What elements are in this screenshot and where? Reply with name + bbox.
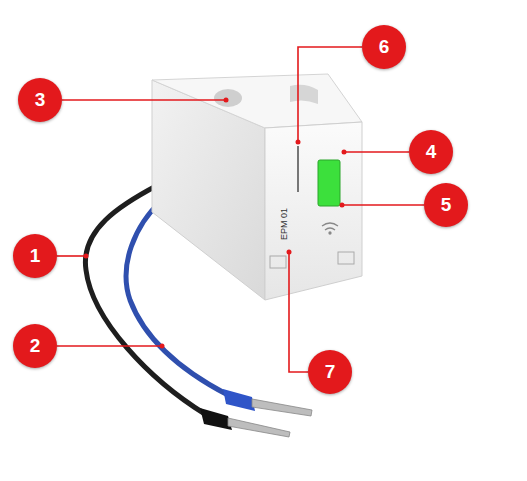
callout-number: 6 xyxy=(362,25,406,69)
blue-ferrule xyxy=(223,389,312,416)
callout-number: 7 xyxy=(308,350,352,394)
leader-lines xyxy=(57,47,424,372)
top-notch xyxy=(290,85,318,104)
housing-top xyxy=(152,74,362,128)
cable-hole xyxy=(214,89,242,107)
callout-number: 3 xyxy=(18,78,62,122)
leader-dots xyxy=(84,98,347,349)
status-led xyxy=(318,160,340,206)
terminal xyxy=(270,256,286,268)
terminal xyxy=(338,252,354,264)
housing-front xyxy=(265,122,362,300)
slot xyxy=(297,146,299,192)
callout-number: 4 xyxy=(409,130,453,174)
black-ferrule xyxy=(200,408,290,437)
callout-number: 5 xyxy=(424,183,468,227)
wireless-symbol xyxy=(322,223,338,234)
model-marking: EPM 01 xyxy=(279,208,289,240)
callout-number: 2 xyxy=(13,324,57,368)
callout-number: 1 xyxy=(13,234,57,278)
